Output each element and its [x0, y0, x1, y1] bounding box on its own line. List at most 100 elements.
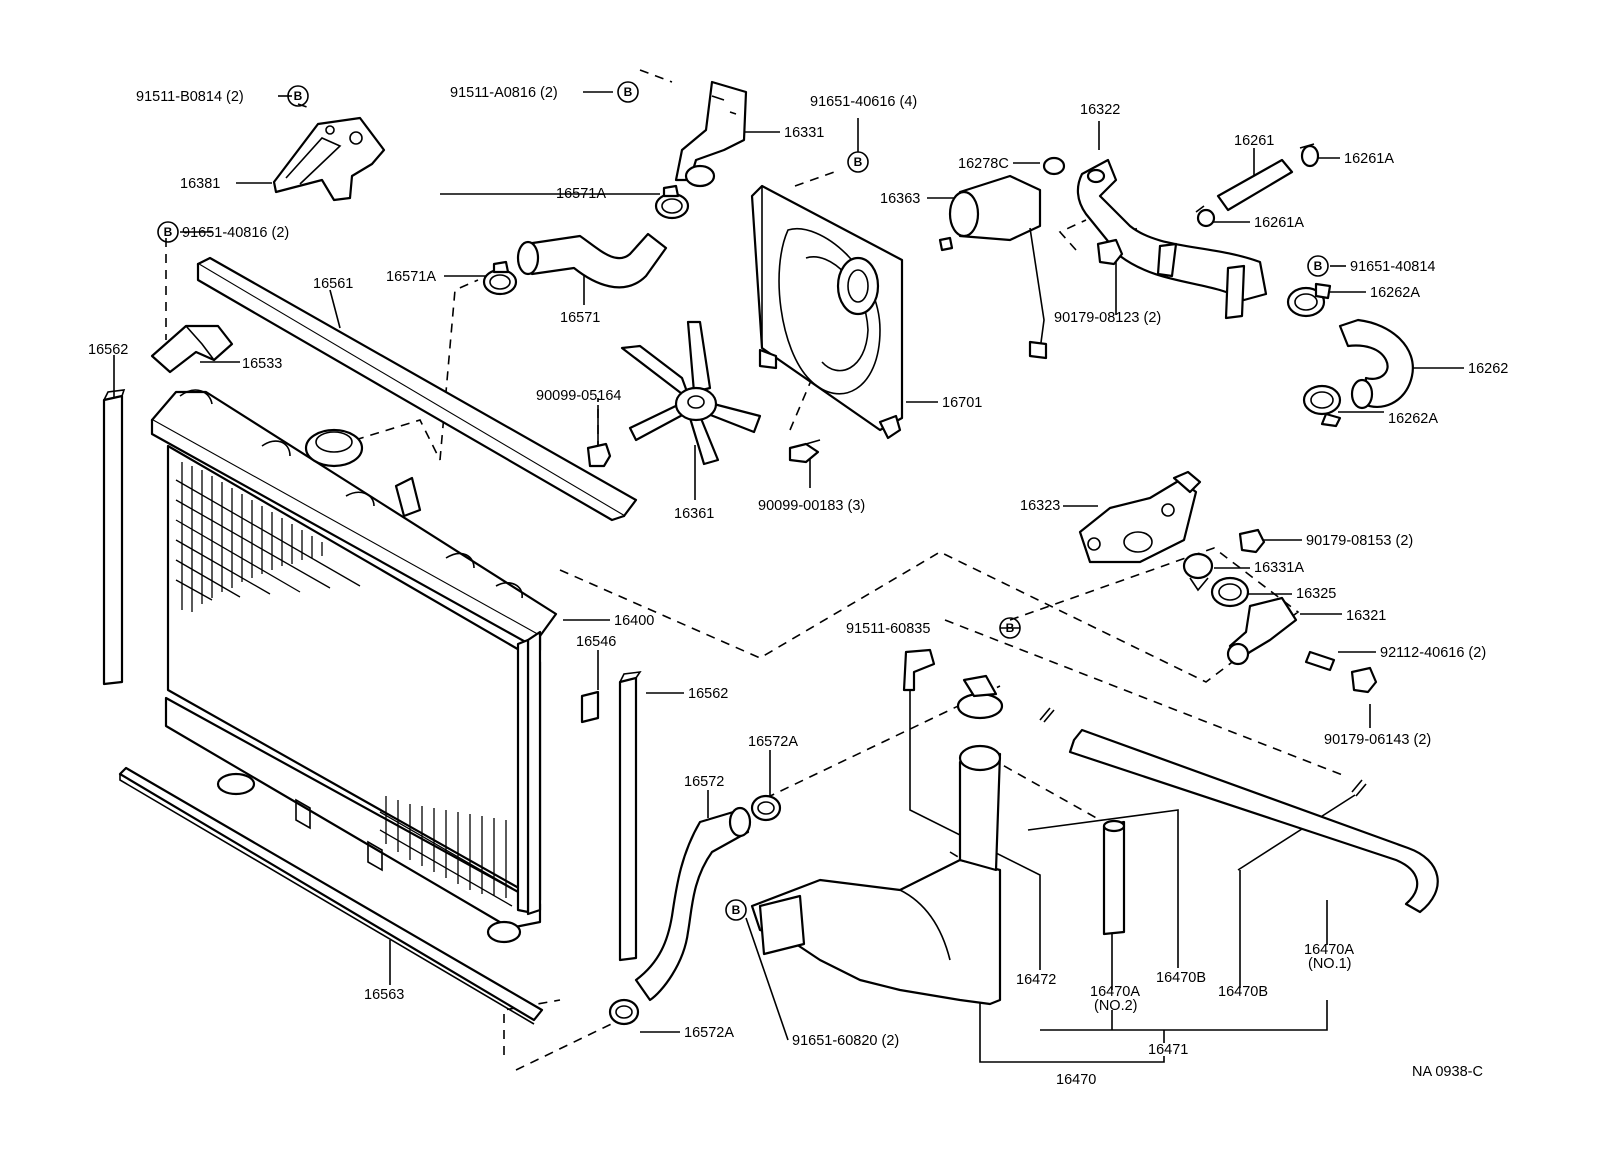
label-91511-60835: 91511-60835	[846, 621, 930, 637]
label-16325: 16325	[1296, 586, 1336, 602]
clip-16533	[150, 324, 234, 374]
b-marker-3: B	[847, 151, 869, 173]
pad-16546	[580, 690, 600, 724]
b-marker-2: B	[617, 81, 639, 103]
water-pipe-16322	[1076, 158, 1268, 320]
clip-16470B-a	[1039, 707, 1055, 723]
label-16562-left: 16562	[88, 342, 128, 358]
radiator-16400	[150, 389, 558, 944]
hose-clamp-16572A-bottom	[608, 998, 640, 1026]
label-16278C: 16278C	[958, 156, 1009, 172]
reference-code: NA 0938-C	[1412, 1064, 1483, 1080]
bypass-hose-16261	[1216, 158, 1294, 212]
thermostat-16331A	[1182, 552, 1214, 592]
seal-strip-16563	[118, 766, 544, 1025]
hose-16470A-no1	[1068, 728, 1439, 914]
label-16571A-left: 16571A	[386, 269, 436, 285]
b-marker-5: B	[1307, 255, 1329, 277]
radiator-cap	[304, 428, 364, 468]
nut-90179-06143	[1350, 666, 1378, 694]
svg-text:B: B	[732, 903, 741, 917]
b-marker-1: B	[287, 85, 309, 107]
label-no1: (NO.1)	[1308, 956, 1352, 972]
label-16571: 16571	[560, 310, 600, 326]
label-16546: 16546	[576, 634, 616, 650]
water-outlet-16331	[674, 80, 748, 188]
label-16262: 16262	[1468, 361, 1508, 377]
label-90179-08153: 90179-08153 (2)	[1306, 533, 1413, 549]
o-ring-16278C	[1042, 156, 1066, 176]
gasket-16325	[1210, 576, 1250, 608]
nut-90179-08153	[1238, 528, 1266, 554]
label-16701: 16701	[942, 395, 982, 411]
label-16361: 16361	[674, 506, 714, 522]
label-16322: 16322	[1080, 102, 1120, 118]
nut-90179-08123	[1096, 238, 1124, 266]
label-16470B-b: 16470B	[1218, 984, 1268, 1000]
thermostat-housing-16323	[1078, 470, 1202, 564]
leader-lines	[113, 91, 1464, 1063]
label-16261A-mid: 16261A	[1254, 215, 1304, 231]
seal-strip-16561	[196, 256, 638, 522]
label-16572A-bottom: 16572A	[684, 1025, 734, 1041]
label-16562-right: 16562	[688, 686, 728, 702]
label-90099-05164: 90099-05164	[536, 388, 621, 404]
label-16563: 16563	[364, 987, 404, 1003]
label-91651-40816: 91651-40816 (2)	[182, 225, 289, 241]
label-16572A-top: 16572A	[748, 734, 798, 750]
svg-text:B: B	[294, 89, 303, 103]
hose-clamp-16571A-top	[654, 184, 690, 220]
label-16331A: 16331A	[1254, 560, 1304, 576]
water-inlet-16321	[1226, 596, 1298, 666]
upper-hose-16571	[516, 232, 668, 289]
foam-strip-16562-right	[618, 670, 642, 962]
label-16363: 16363	[880, 191, 920, 207]
reserve-tank-16470	[750, 744, 1002, 1006]
fan-shroud-16701	[750, 184, 904, 440]
clip-16470B-b	[1351, 779, 1367, 797]
hose-clamp-16262A-top	[1286, 282, 1332, 318]
label-16470A-no2: 16470A	[1090, 984, 1140, 1000]
screw-90099-00183	[788, 439, 821, 464]
label-91511-B0814: 91511-B0814 (2)	[136, 89, 244, 105]
label-16262A-top: 16262A	[1370, 285, 1420, 301]
label-91651-60820: 91651-60820 (2)	[792, 1033, 899, 1049]
label-16533: 16533	[242, 356, 282, 372]
bracket-16381	[272, 116, 386, 202]
label-16470: 16470	[1056, 1072, 1096, 1088]
nut-90099-05164	[586, 442, 612, 468]
svg-text:B: B	[1314, 259, 1323, 273]
label-16261: 16261	[1234, 133, 1274, 149]
part-labels: 91511-B0814 (2) 16381 91651-40816 (2) 16…	[88, 85, 1508, 1088]
svg-text:B: B	[854, 155, 863, 169]
label-16331: 16331	[784, 125, 824, 141]
label-16470A-no1: 16470A	[1304, 942, 1354, 958]
overflow-hose-16472	[902, 648, 936, 692]
clamp-16261A-top	[1299, 143, 1320, 168]
stud-92112-40616	[1304, 650, 1336, 672]
foam-strip-16562-left	[102, 389, 126, 686]
b-marker-7: B	[725, 899, 747, 921]
label-91511-A0816: 91511-A0816 (2)	[450, 85, 558, 101]
fan-motor-16363	[938, 174, 1048, 360]
label-16400: 16400	[614, 613, 654, 629]
label-16571A-top: 16571A	[556, 186, 606, 202]
b-marker-6: B	[999, 617, 1021, 639]
label-91651-40814: 91651-40814	[1350, 259, 1435, 275]
reserve-tank-cap-16471	[956, 674, 1004, 720]
label-16472: 16472	[1016, 972, 1056, 988]
hose-clamp-16571A-left	[482, 260, 518, 296]
radiator-core-fins	[175, 462, 361, 612]
label-16561: 16561	[313, 276, 353, 292]
hose-16262	[1338, 318, 1414, 410]
svg-text:B: B	[164, 225, 173, 239]
label-90179-06143: 90179-06143 (2)	[1324, 732, 1431, 748]
label-16323: 16323	[1020, 498, 1060, 514]
clamp-16261A-mid	[1195, 205, 1216, 228]
label-16321: 16321	[1346, 608, 1386, 624]
hose-16470A-no2	[1102, 819, 1126, 936]
label-90099-00183: 90099-00183 (3)	[758, 498, 865, 514]
hose-clamp-16262A-bottom	[1302, 384, 1342, 428]
label-91651-40616: 91651-40616 (4)	[810, 94, 917, 110]
